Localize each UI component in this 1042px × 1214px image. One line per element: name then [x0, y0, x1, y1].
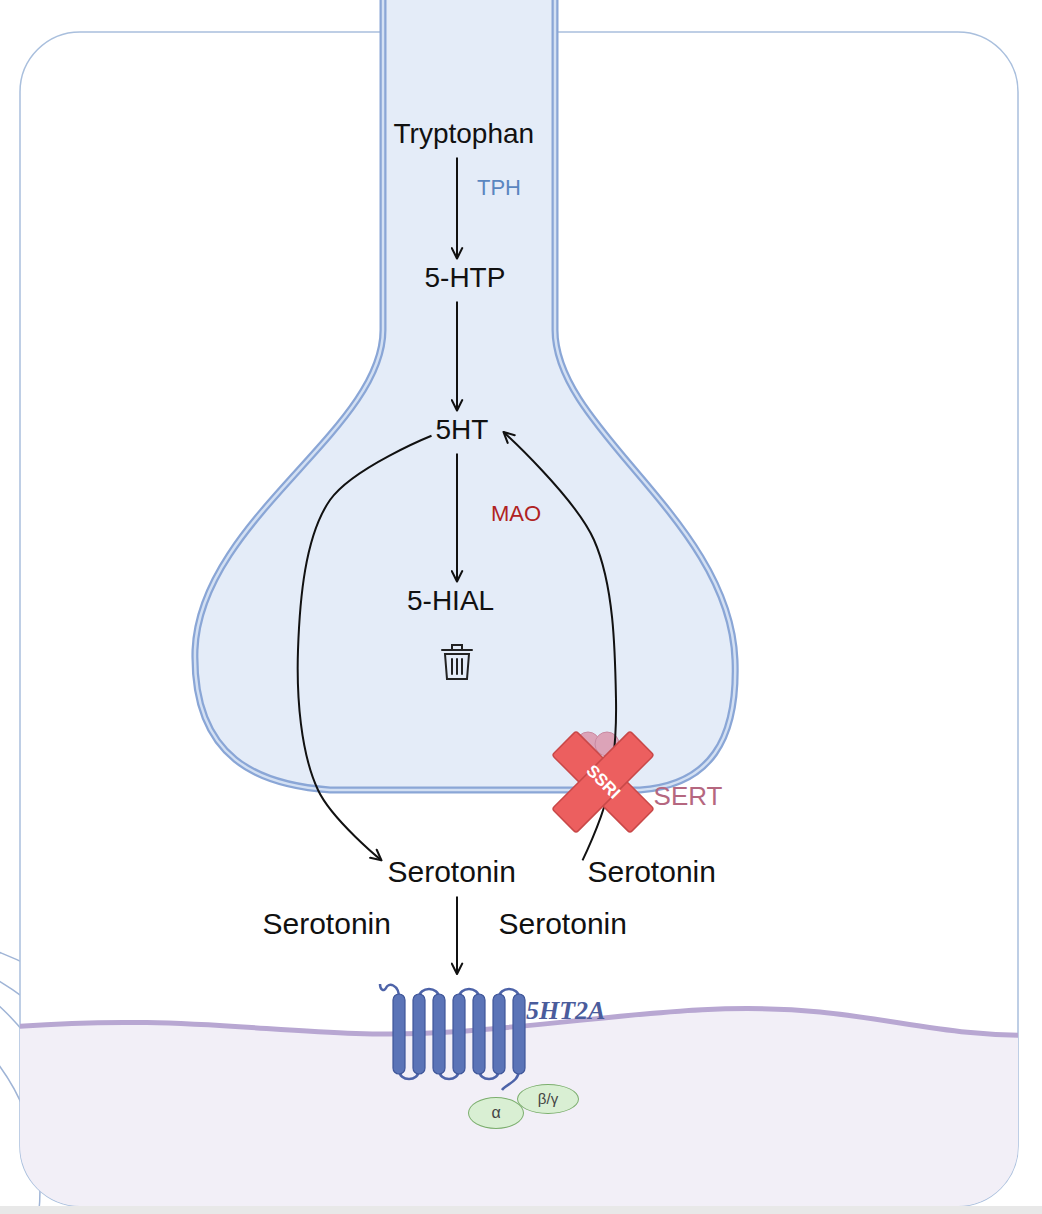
presynaptic-terminal: [195, 0, 735, 790]
molecule-name: Serotonin: [263, 907, 400, 942]
molecule-label: Tryptophan: [394, 118, 543, 155]
transmembrane-helix: [413, 994, 425, 1074]
transmembrane-helix: [513, 994, 525, 1074]
subunit-label: β/γ: [538, 1090, 558, 1107]
x-bar: [552, 731, 654, 833]
receptor-node: 5HT2A: [378, 978, 628, 1082]
molecule-label: Serotonin: [499, 907, 636, 946]
g-protein-subunit: β/γ: [517, 1084, 579, 1114]
connector-arrow: [456, 897, 458, 975]
inhibitor-mark: SSRI: [551, 730, 655, 834]
molecule-name: Tryptophan: [394, 118, 543, 150]
receptor-loops: [399, 989, 519, 1079]
molecule-label: Serotonin: [263, 907, 400, 946]
transmembrane-helix: [473, 994, 485, 1074]
enzyme-label: TPH: [477, 175, 521, 200]
connector-arrow: [456, 158, 458, 259]
transmembrane-helix: [453, 994, 465, 1074]
molecule-label: 5-HIAL: [407, 585, 503, 622]
molecule-label: Serotonin: [588, 855, 725, 894]
molecule-name: 5-HIAL: [407, 585, 503, 617]
molecule-name: 5-HTP: [425, 262, 514, 294]
bottom-strip: [0, 1206, 1042, 1214]
molecule-label: 5-HTP: [425, 262, 514, 299]
molecule-name: 5HT: [436, 414, 497, 446]
enzyme-label: MAO: [491, 501, 541, 526]
molecule-label: Serotonin: [388, 855, 525, 894]
axon-terminal-outline: [195, 0, 735, 790]
molecule-name: Serotonin: [388, 855, 525, 890]
molecule-name: Serotonin: [499, 907, 636, 942]
molecule-label: 5HT: [436, 414, 497, 451]
x-bar: [552, 731, 654, 833]
connector-arrow: [298, 436, 432, 861]
molecule-name: Serotonin: [588, 855, 725, 890]
transmembrane-helix: [433, 994, 445, 1074]
axon-terminal-inner-line: [195, 0, 735, 790]
trash-icon: [442, 645, 472, 679]
connector-arrow: [456, 302, 458, 411]
receptor-symbol: [378, 978, 538, 1082]
connector-arrow: [456, 454, 458, 582]
transmembrane-helix: [493, 994, 505, 1074]
transmembrane-helix: [393, 994, 405, 1074]
transporter-label: SERT: [654, 782, 723, 812]
receptor-label: 5HT2A: [526, 996, 605, 1026]
subunit-label: α: [491, 1104, 500, 1122]
g-protein-subunit: α: [468, 1097, 524, 1129]
